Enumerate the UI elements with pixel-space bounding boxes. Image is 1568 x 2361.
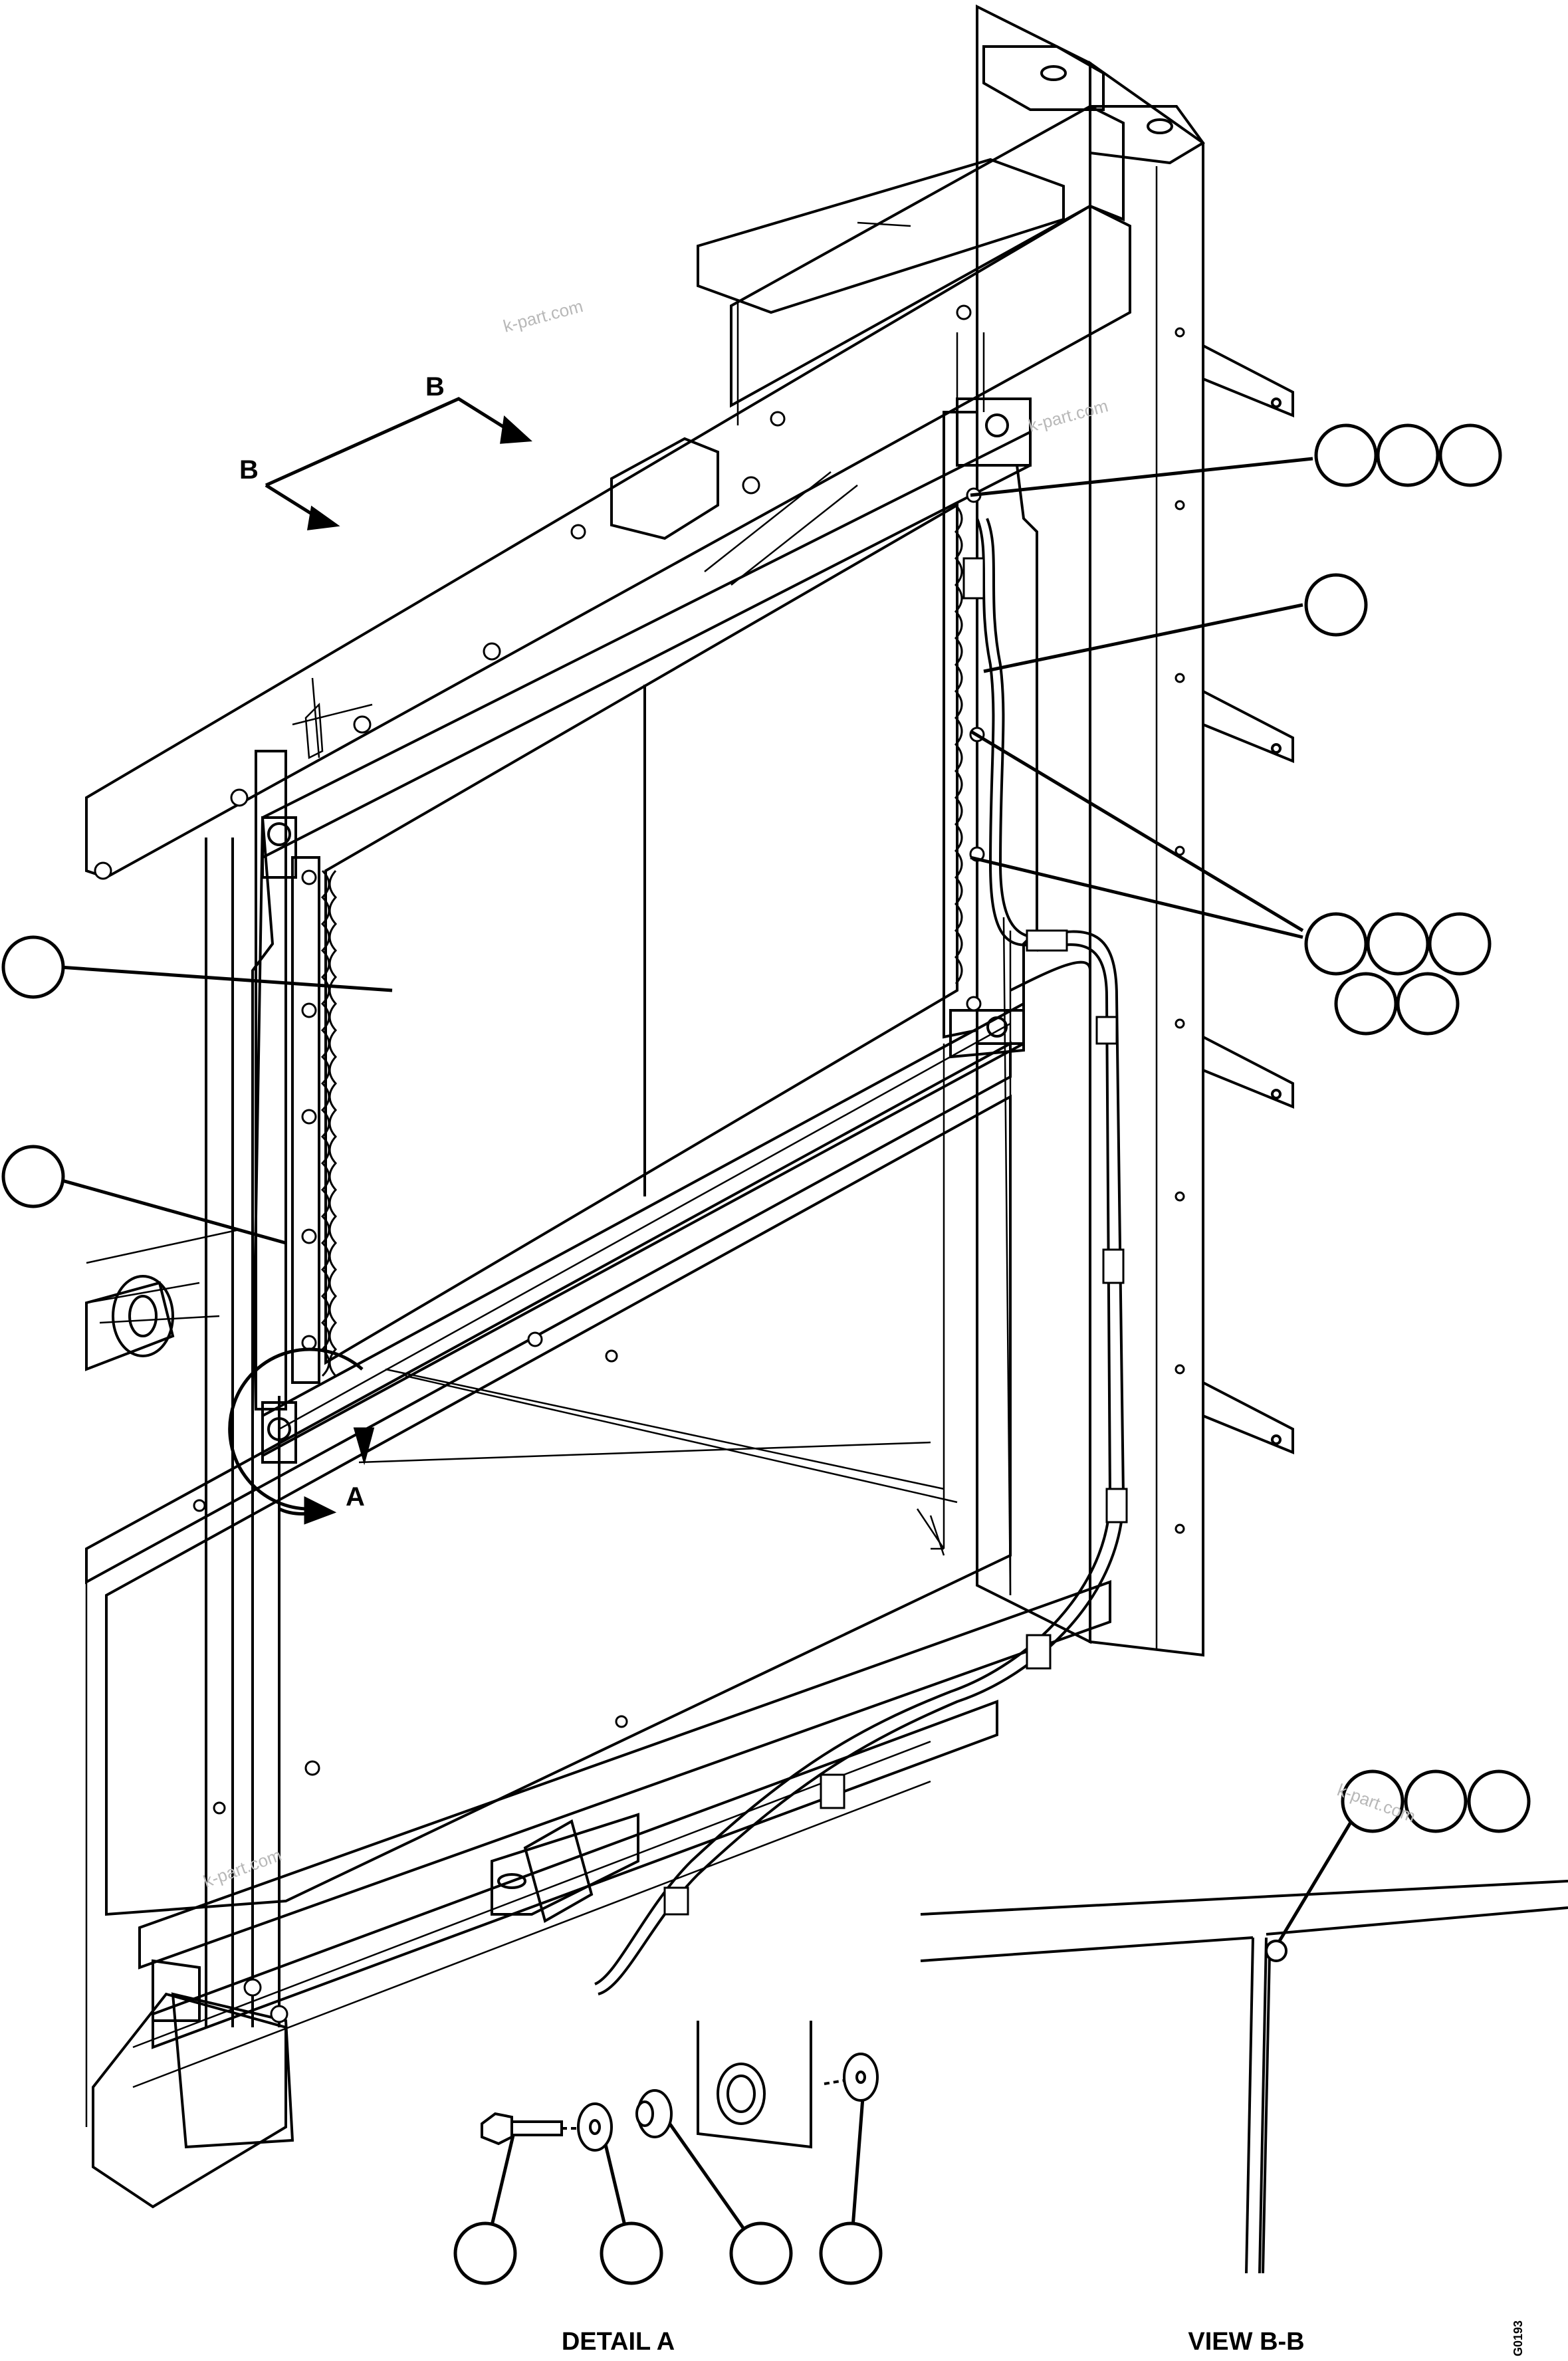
mounting-tabs <box>1202 343 1294 1454</box>
vertical-frame-post <box>976 4 1294 1657</box>
upper-frame-beams <box>85 104 1131 880</box>
caption-detail-a: DETAIL A <box>562 2328 675 2356</box>
fan-hub <box>99 1275 220 1357</box>
callout-top-right-group <box>1314 423 1502 487</box>
condenser-assembly <box>251 332 1038 1464</box>
left-header-coils <box>320 869 338 1377</box>
watermark-3: k-part.com <box>201 1845 284 1891</box>
caption-view-bb: VIEW B-B <box>1188 2328 1304 2356</box>
watermark-1: k-part.com <box>501 296 585 336</box>
callout-condenser <box>1 935 65 999</box>
watermark-2: k-part.com <box>1026 395 1110 436</box>
view-arrow-label-b-right: B <box>425 372 445 401</box>
callout-bracket <box>1 1145 65 1208</box>
right-header-coils <box>954 504 963 985</box>
detail-reference-label: A <box>346 1482 365 1512</box>
detail-a-hardware <box>481 2021 879 2152</box>
refrigerant-hoses <box>594 518 1128 1995</box>
callout-hose <box>1304 573 1368 637</box>
view-arrows <box>228 397 532 1525</box>
callout-clamp-group <box>1304 912 1492 1036</box>
callout-detail-a-group <box>453 2221 883 2285</box>
view-arrow-label-b-left: B <box>239 455 259 485</box>
view-bb-drawing <box>920 1880 1568 2274</box>
leader-lines <box>59 457 1361 2255</box>
callout-view-bb-group <box>1341 1769 1531 1833</box>
figure-code: G0193 <box>1512 2320 1525 2356</box>
lower-frame <box>85 838 1111 2209</box>
